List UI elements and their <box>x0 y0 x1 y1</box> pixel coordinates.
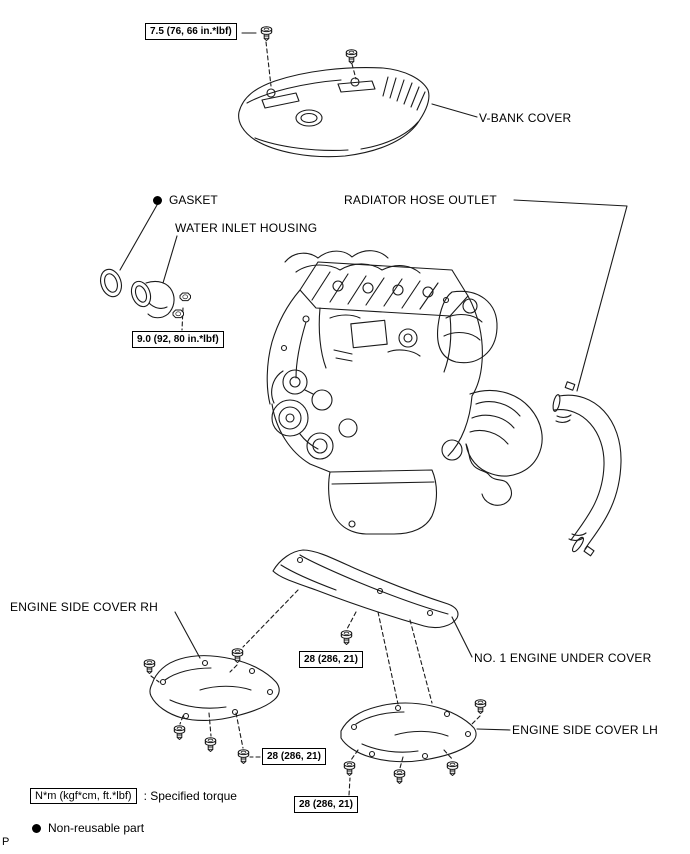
radiator-hose-drawing <box>552 381 622 557</box>
label-engine-side-cover-rh: ENGINE SIDE COVER RH <box>10 600 159 614</box>
leader-lines <box>119 32 628 731</box>
under-cover-drawing <box>272 549 459 629</box>
label-no1-engine-under-cover: NO. 1 ENGINE UNDER COVER <box>474 651 652 665</box>
v-bank-cover-drawing <box>238 67 430 158</box>
bolt-icon <box>204 737 217 753</box>
bolt-icon <box>260 26 273 42</box>
bolt-icon <box>446 761 459 777</box>
assembly-dashed-lines <box>150 41 481 796</box>
legend-specified-torque: N*m (kgf*cm, ft.*lbf) : Specified torque <box>30 788 237 804</box>
bolt-icon <box>393 769 406 785</box>
bolt-icon <box>340 630 353 646</box>
bolt-icon <box>237 749 250 765</box>
nut-icon <box>172 309 185 319</box>
legend-non-reusable: Non-reusable part <box>32 821 144 835</box>
torque-side-cover-rh: 28 (286, 21) <box>262 748 326 765</box>
torque-engine-under-cover: 28 (286, 21) <box>299 651 363 668</box>
label-radiator-hose-outlet: RADIATOR HOSE OUTLET <box>344 193 497 207</box>
label-gasket: GASKET <box>153 193 218 207</box>
side-cover-rh-drawing <box>149 655 280 721</box>
water-inlet-housing-drawing <box>130 280 175 319</box>
bolt-icon <box>474 699 487 715</box>
engine-assembly-drawing <box>266 250 543 535</box>
torque-v-bank-cover: 7.5 (76, 66 in.*lbf) <box>145 23 237 40</box>
label-engine-side-cover-lh: ENGINE SIDE COVER LH <box>512 723 659 737</box>
bolt-icon <box>343 761 356 777</box>
page-corner-mark: P <box>2 836 10 848</box>
legend-torque-unit-box: N*m (kgf*cm, ft.*lbf) <box>30 788 137 804</box>
legend-torque-caption: : Specified torque <box>143 789 237 803</box>
non-reusable-dot-icon <box>153 195 162 205</box>
gasket-drawing <box>100 268 122 298</box>
label-water-inlet-housing: WATER INLET HOUSING <box>175 221 318 235</box>
non-reusable-dot-icon <box>32 823 41 833</box>
bolt-icon <box>173 725 186 741</box>
bolt-icon <box>143 659 156 675</box>
bolts <box>143 26 487 785</box>
torque-water-inlet-housing: 9.0 (92, 80 in.*lbf) <box>132 331 224 348</box>
bolt-icon <box>231 648 244 664</box>
nut-icon <box>179 292 192 302</box>
nuts <box>172 292 192 319</box>
bolt-icon <box>345 49 358 65</box>
label-v-bank-cover: V-BANK COVER <box>479 111 572 125</box>
torque-side-cover-lh: 28 (286, 21) <box>294 796 358 813</box>
label-gasket-text: GASKET <box>169 193 218 207</box>
legend-non-reusable-caption: Non-reusable part <box>48 821 145 835</box>
side-cover-lh-drawing <box>340 702 477 763</box>
